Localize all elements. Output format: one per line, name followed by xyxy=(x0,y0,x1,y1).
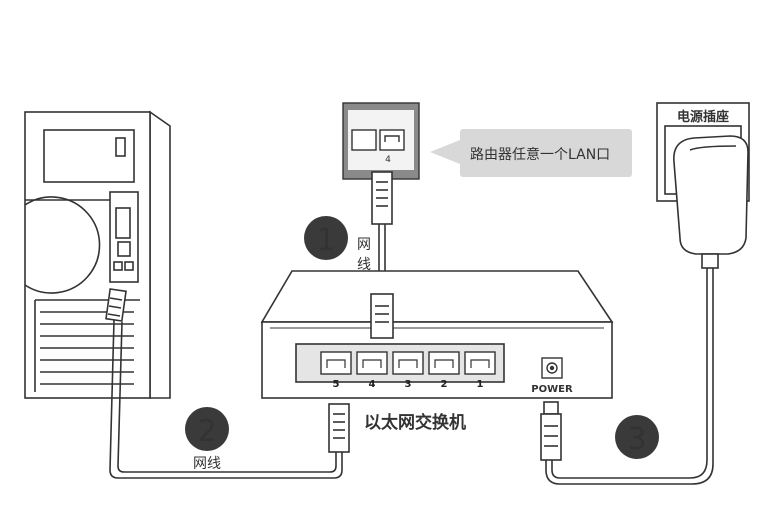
switch-port-label: 2 xyxy=(441,379,448,390)
ethernet-plug-icon xyxy=(105,288,127,322)
switch-port-label: 4 xyxy=(369,379,376,390)
switch-title: 以太网交换机 xyxy=(364,412,466,433)
callout-text: 路由器任意一个LAN口 xyxy=(470,146,610,163)
cable-1-label-char1: 网 xyxy=(357,237,371,253)
router-port-label: 4 xyxy=(385,155,391,165)
ethernet-plug-icon xyxy=(328,403,350,453)
cable-2 xyxy=(109,319,343,479)
cable-2-label: 网线 xyxy=(193,456,221,472)
ethernet-plug-icon xyxy=(371,171,393,225)
switch-port-3: 3 xyxy=(392,351,424,390)
power-label: POWER xyxy=(531,384,573,395)
step-3-badge: 3 xyxy=(615,415,659,459)
ethernet-plug-icon xyxy=(370,293,394,339)
step-1-number: 1 xyxy=(316,223,335,258)
switch-port-label: 5 xyxy=(333,379,340,390)
switch-port-group: 5 4 3 2 1 xyxy=(320,351,496,390)
step-2-number: 2 xyxy=(197,414,216,449)
router-port-closeup: 4 xyxy=(342,102,420,180)
power-jack xyxy=(541,357,563,379)
switch-port-2: 2 xyxy=(428,351,460,390)
switch-port-4: 4 xyxy=(356,351,388,390)
power-plug-icon xyxy=(540,401,562,461)
step-1-badge: 1 xyxy=(304,216,348,260)
switch-port-label: 3 xyxy=(405,379,412,390)
step-3-number: 3 xyxy=(627,422,646,457)
lan-port-callout: 路由器任意一个LAN口 xyxy=(430,129,632,177)
switch-port-label: 1 xyxy=(477,379,484,390)
ethernet-switch-icon xyxy=(260,270,614,399)
cable-3 xyxy=(545,268,714,485)
computer-tower-icon xyxy=(24,110,171,399)
outlet-label: 电源插座 xyxy=(677,109,729,125)
step-2-badge: 2 xyxy=(185,407,229,451)
cable-1-label-char2: 线 xyxy=(357,257,371,273)
router-port-icon xyxy=(351,129,405,151)
power-adapter-icon xyxy=(673,135,749,269)
switch-port-1: 1 xyxy=(464,351,496,390)
switch-port-5: 5 xyxy=(320,351,352,390)
